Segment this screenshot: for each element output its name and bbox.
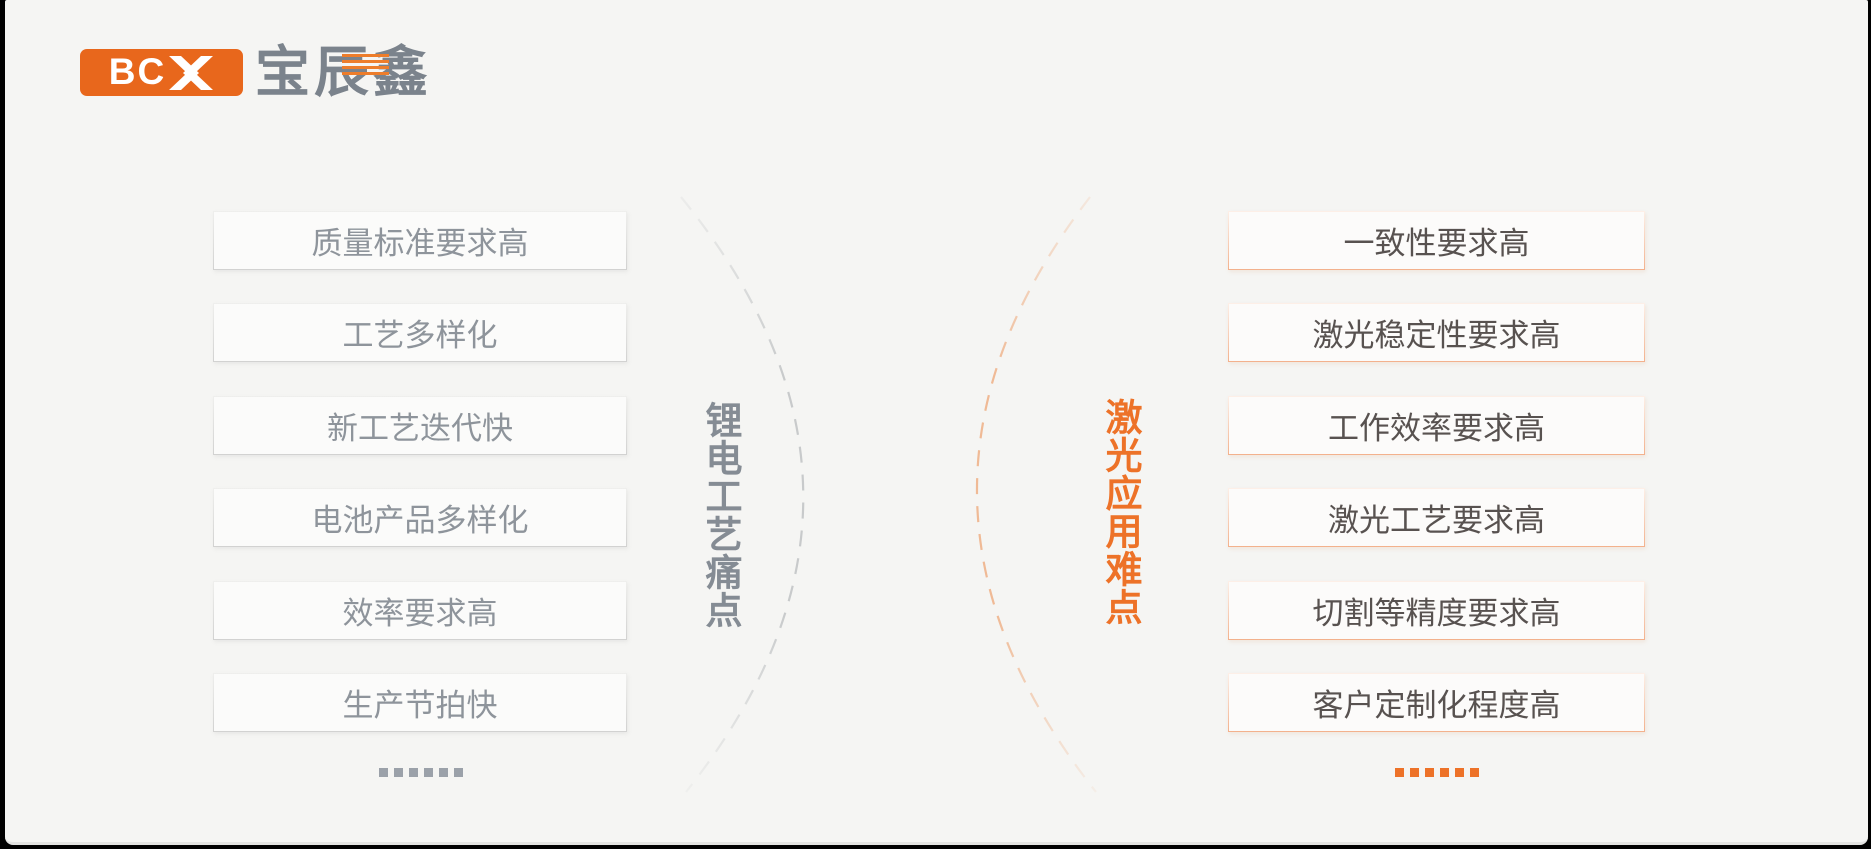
left-group-title: 锂电工艺痛点 [700,401,741,629]
difficulty-box: 激光稳定性要求高 [1228,303,1645,363]
bcx-logo-badge: BC [80,49,243,96]
laser-difficulties-list: 一致性要求高 激光稳定性要求高 工作效率要求高 激光工艺要求高 切割等精度要求高 [1228,211,1645,732]
pain-point-label: 效率要求高 [342,595,498,631]
difficulty-box: 客户定制化程度高 [1228,672,1645,732]
pain-point-box: 电池产品多样化 [213,488,627,548]
chevron-x-icon [169,55,214,90]
pain-point-box: 质量标准要求高 [213,211,627,270]
pain-point-box: 效率要求高 [213,580,627,640]
difficulty-box: 切割等精度要求高 [1228,580,1645,640]
pain-point-box: 新工艺迭代快 [213,395,627,455]
pain-point-label: 工艺多样化 [342,318,498,354]
right-ellipsis [1395,768,1479,777]
lithium-pain-points-list: 质量标准要求高 工艺多样化 新工艺迭代快 电池产品多样化 效率要求高 [213,211,627,732]
slide-background: BC 宝辰鑫 质量标准要求高 工艺多样化 新工 [5,0,1868,845]
company-name: 宝辰鑫 [255,45,432,100]
difficulty-label: 一致性要求高 [1343,226,1530,261]
pain-point-label: 新工艺迭代快 [327,410,513,446]
difficulty-box: 一致性要求高 [1228,211,1645,270]
pain-point-label: 电池产品多样化 [311,503,529,539]
right-group-title: 激光应用难点 [1100,398,1141,626]
logo-accent-stripes-icon [342,54,389,75]
difficulty-label: 切割等精度要求高 [1312,595,1561,631]
difficulty-box: 激光工艺要求高 [1228,488,1645,548]
difficulty-label: 客户定制化程度高 [1312,687,1561,723]
pain-point-label: 生产节拍快 [342,687,498,723]
pain-point-label: 质量标准要求高 [311,226,529,261]
difficulty-box: 工作效率要求高 [1228,395,1645,455]
left-ellipsis [379,768,463,777]
pain-point-box: 工艺多样化 [213,303,627,363]
right-dashed-arc [975,196,1097,793]
logo: BC 宝辰鑫 [80,45,432,100]
pain-point-box: 生产节拍快 [213,672,627,732]
difficulty-label: 激光稳定性要求高 [1312,318,1561,354]
difficulty-label: 工作效率要求高 [1328,410,1545,446]
logo-bc-text: BC [108,51,167,92]
difficulty-label: 激光工艺要求高 [1328,503,1545,539]
